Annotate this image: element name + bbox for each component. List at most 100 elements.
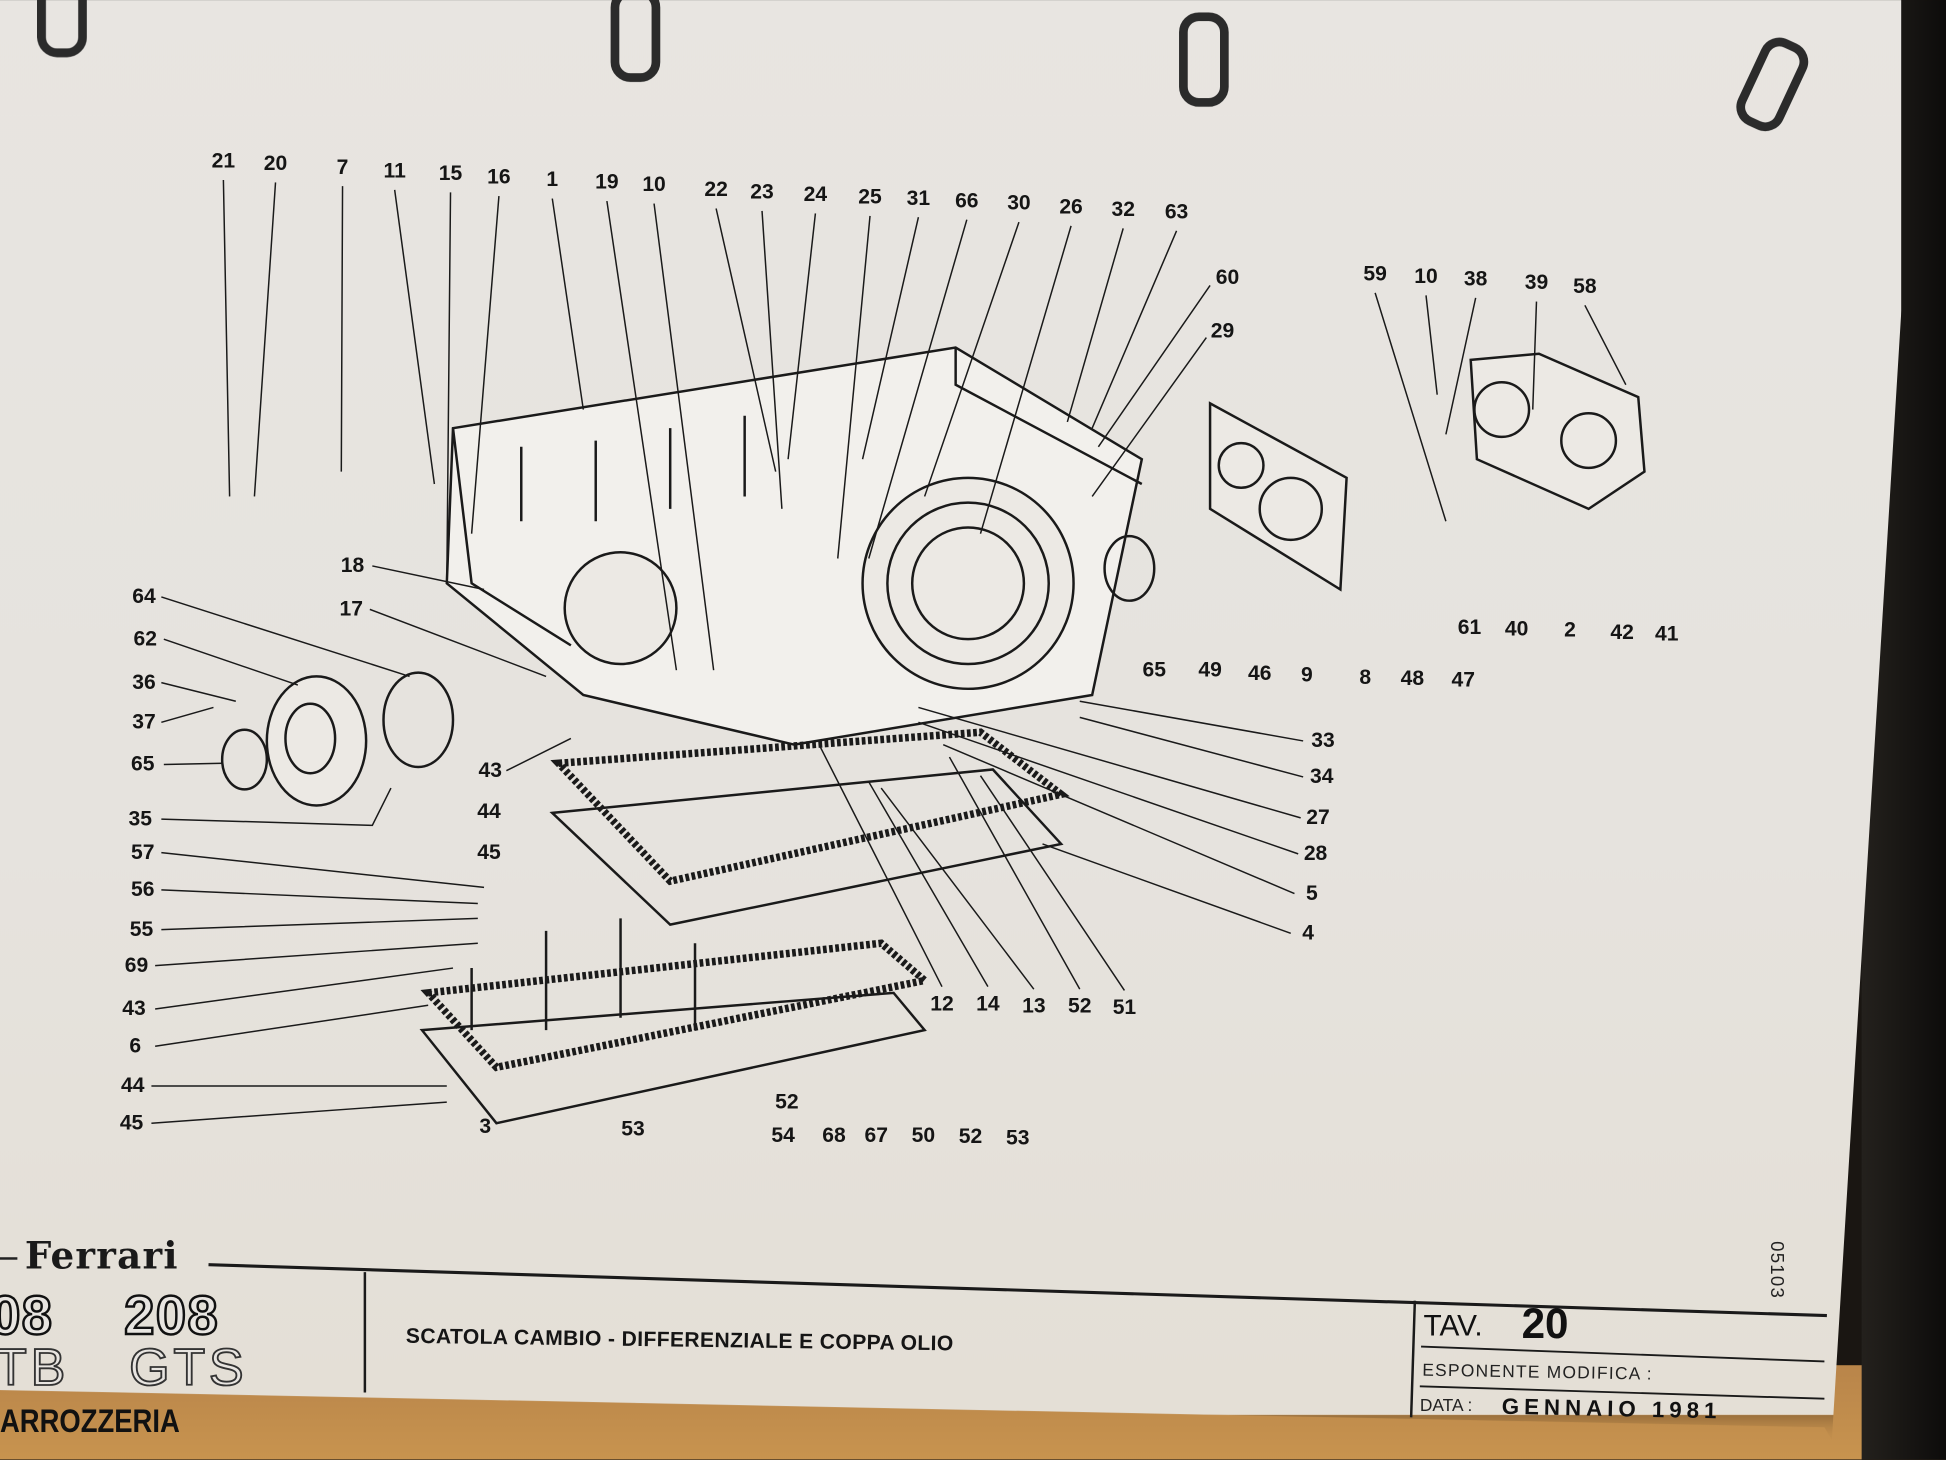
part-callout-number: 43	[122, 996, 146, 1021]
date-value: GENNAIO 1981	[1501, 1393, 1722, 1424]
part-callout-number: 52	[775, 1089, 799, 1114]
model-variant: TB	[0, 1337, 70, 1397]
part-callout-number: 61	[1457, 615, 1482, 640]
part-callout-number: 36	[132, 670, 156, 694]
part-callout-number: 24	[803, 182, 828, 207]
part-callout-number: 19	[595, 170, 619, 194]
model-variant: GTS	[128, 1337, 248, 1397]
part-callout-number: 62	[133, 626, 157, 651]
part-callout-number: 52	[958, 1124, 983, 1149]
part-callout-number: 60	[1215, 265, 1240, 290]
esponente-modifica-label: ESPONENTE MODIFICA :	[1422, 1359, 1653, 1384]
part-callout-number: 46	[1247, 661, 1272, 686]
part-callout-number: 54	[771, 1123, 795, 1147]
part-callout-number: 63	[1164, 199, 1189, 224]
part-callout-number: 41	[1655, 621, 1679, 646]
tav-number: 20	[1521, 1300, 1569, 1348]
part-callout-number: 66	[955, 188, 979, 213]
part-callout-number: 10	[1414, 264, 1438, 288]
part-callout-number: 13	[1022, 994, 1046, 1018]
part-callout-number: 67	[864, 1123, 888, 1147]
part-callout-number: 4	[1302, 920, 1314, 945]
rear-flange	[220, 534, 1156, 807]
part-callout-number: 49	[1198, 657, 1222, 682]
part-callout-number: 31	[906, 186, 931, 210]
part-callout-number: 50	[911, 1123, 936, 1147]
part-callout-number: 40	[1504, 616, 1529, 641]
part-callout-number: 7	[336, 155, 349, 179]
part-callout-number: 32	[1111, 197, 1135, 221]
part-callout-number: 45	[119, 1110, 144, 1135]
part-callout-number: 27	[1306, 805, 1330, 830]
part-callout-number: 69	[124, 953, 149, 977]
part-callout-number: 43	[478, 758, 502, 782]
part-callout-number: 48	[1400, 666, 1425, 691]
part-callout-number: 22	[704, 177, 728, 202]
part-callout-number: 51	[1112, 995, 1137, 1019]
part-callout-number: 34	[1310, 764, 1334, 789]
part-callout-number: 18	[340, 553, 365, 578]
part-callout-number: 26	[1059, 194, 1083, 219]
part-callout-number: 9	[1301, 662, 1313, 687]
part-callout-number: 53	[1005, 1125, 1030, 1150]
part-callout-number: 33	[1311, 728, 1335, 753]
part-callout-number: 39	[1524, 270, 1549, 295]
part-callout-number: 64	[132, 584, 156, 609]
binder-ring	[37, 0, 87, 58]
part-callout-number: 45	[477, 840, 501, 864]
divider	[0, 1257, 18, 1260]
part-callout-number: 53	[621, 1116, 645, 1141]
part-callout-number: 65	[130, 752, 155, 776]
part-callout-number: 2	[1564, 618, 1576, 642]
part-callout-number: 21	[211, 148, 236, 173]
part-callout-number: 38	[1463, 266, 1488, 291]
ferrari-logo: Ferrari	[24, 1234, 179, 1279]
gearbox-housing	[445, 346, 1144, 746]
part-callout-number: 12	[930, 991, 954, 1016]
part-callout-number: 59	[1363, 261, 1387, 286]
binder-ring	[610, 0, 661, 82]
part-callout-number: 6	[129, 1033, 142, 1058]
part-callout-number: 56	[130, 877, 155, 902]
binder-ring	[1179, 12, 1229, 107]
part-callout-number: 44	[477, 799, 501, 823]
part-callout-number: 28	[1303, 841, 1328, 866]
part-callout-number: 23	[750, 179, 774, 204]
part-callout-number: 15	[438, 161, 463, 185]
part-callout-number: 3	[479, 1114, 492, 1139]
side-cover-plate	[1208, 401, 1348, 592]
part-callout-number: 10	[642, 172, 666, 197]
part-callout-number: 1	[546, 167, 559, 192]
part-callout-number: 58	[1573, 274, 1597, 298]
part-callout-number: 68	[822, 1123, 846, 1147]
date-label: DATA :	[1419, 1394, 1473, 1415]
part-callout-number: 52	[1068, 994, 1092, 1018]
part-callout-number: 25	[858, 184, 882, 209]
tav-label: TAV.	[1423, 1309, 1483, 1343]
oil-pan	[419, 918, 933, 1125]
part-callout-number: 14	[976, 991, 1000, 1016]
part-callout-number: 47	[1451, 667, 1475, 692]
part-callout-number: 55	[129, 917, 154, 941]
part-callout-number: 65	[1142, 657, 1166, 682]
model-number: 208	[123, 1285, 219, 1348]
part-callout-number: 8	[1359, 665, 1372, 689]
part-callout-number: 16	[487, 165, 511, 189]
leader-lines	[151, 179, 1627, 1124]
part-callout-number: 57	[130, 840, 155, 864]
pump-cover	[1469, 352, 1646, 511]
part-callout-number: 44	[121, 1073, 145, 1098]
part-callout-number: 29	[1210, 318, 1235, 343]
section-label: ARROZZERIA	[0, 1402, 180, 1440]
part-callout-number: 20	[263, 151, 288, 175]
drawing-code: 05103	[1766, 1241, 1788, 1300]
part-callout-number: 35	[128, 806, 152, 831]
part-callout-number: 37	[132, 709, 156, 734]
model-number: 08	[0, 1285, 54, 1348]
part-callout-number: 11	[383, 158, 406, 183]
part-callout-number: 17	[339, 596, 363, 621]
part-callout-number: 42	[1610, 620, 1634, 645]
